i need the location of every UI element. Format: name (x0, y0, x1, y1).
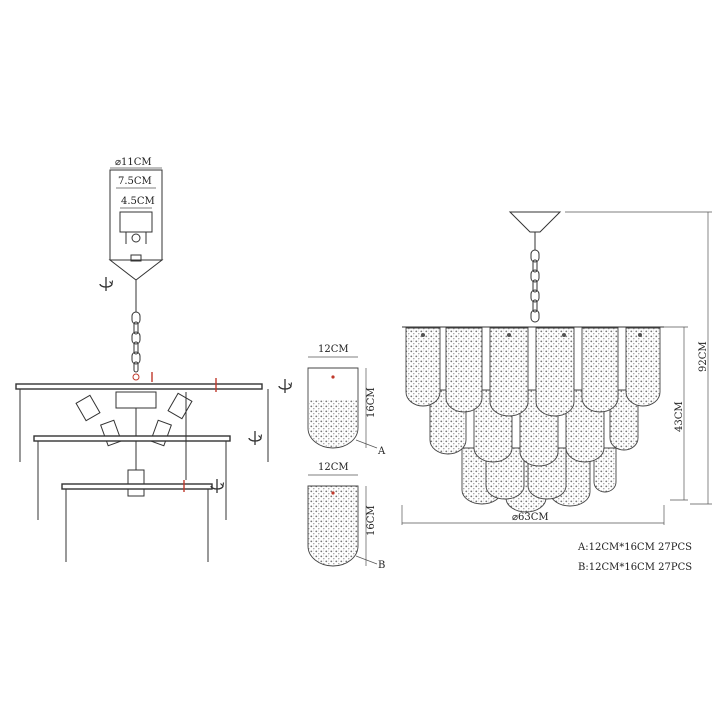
assembled-total-height-label: 92CM (698, 341, 709, 372)
panel-b-leader (355, 555, 378, 565)
assembled-diameter-label: ⌀63CM (512, 512, 549, 523)
panel-a-width-label: 12CM (318, 344, 349, 355)
panel-b-detail: 12CM 16CM B (307, 462, 385, 571)
middle-tier-rod (33, 435, 231, 442)
mounting-bracket (119, 211, 153, 233)
assembled-chain (530, 249, 540, 323)
parts-list-item-a: A:12CM*16CM 27PCS (577, 542, 692, 553)
panel-b-width-label: 12CM (318, 462, 349, 473)
rotate-arrow-icon (99, 276, 114, 292)
central-hub (115, 391, 157, 409)
lamp-holder (100, 419, 122, 447)
bottom-tier-rod (61, 483, 213, 490)
rotate-arrow-icon (210, 478, 225, 494)
canopy-nut (130, 254, 142, 262)
panel-b-callout: B (378, 560, 385, 571)
parts-list-item-b: B:12CM*16CM 27PCS (578, 562, 692, 573)
panel-a-hole (331, 375, 335, 379)
panel-a-detail: 12CM 16CM A (307, 344, 386, 457)
panel-a-height-label: 16CM (366, 387, 377, 418)
ceiling-cup-diameter-label: ⌀11CM (115, 157, 152, 168)
hanging-chain (131, 311, 141, 373)
rotate-arrow-icon (278, 378, 293, 394)
assembled-body-height-label: 43CM (674, 401, 685, 432)
ceiling-cup-hole-spacing-label: 4.5CM (121, 196, 155, 207)
panel-a-crystal-texture (309, 400, 357, 447)
ceiling-cup-inner-width-label: 7.5CM (118, 176, 152, 187)
panel-b-outline (307, 485, 359, 567)
lamp-holder (150, 419, 172, 447)
chain-link-marker (132, 373, 140, 381)
assembled-chandelier-view: ⌀63CM 43CM 92CM (401, 211, 712, 525)
panel-b-hole (331, 491, 335, 495)
ceiling-cup-detail: ⌀11CM 7.5CM 4.5CM (108, 157, 164, 281)
rotate-arrow-icon (248, 430, 263, 446)
top-tier-rod (15, 383, 263, 390)
assembled-canopy (508, 211, 562, 233)
top-tier-panels (405, 327, 661, 417)
panel-a-callout: A (377, 446, 386, 457)
canopy-taper (108, 259, 164, 281)
exploded-frame-view: ⌀11CM 7.5CM 4.5CM (15, 157, 293, 562)
parts-list: A:12CM*16CM 27PCS B:12CM*16CM 27PCS (577, 542, 692, 573)
hook-icon (131, 233, 141, 243)
lower-hub (127, 469, 145, 497)
panel-b-height-label: 16CM (366, 505, 377, 536)
lamp-holder (75, 394, 101, 422)
panel-a-leader (355, 439, 378, 449)
middle-tier-panels (429, 389, 639, 467)
lamp-holder (167, 392, 193, 420)
